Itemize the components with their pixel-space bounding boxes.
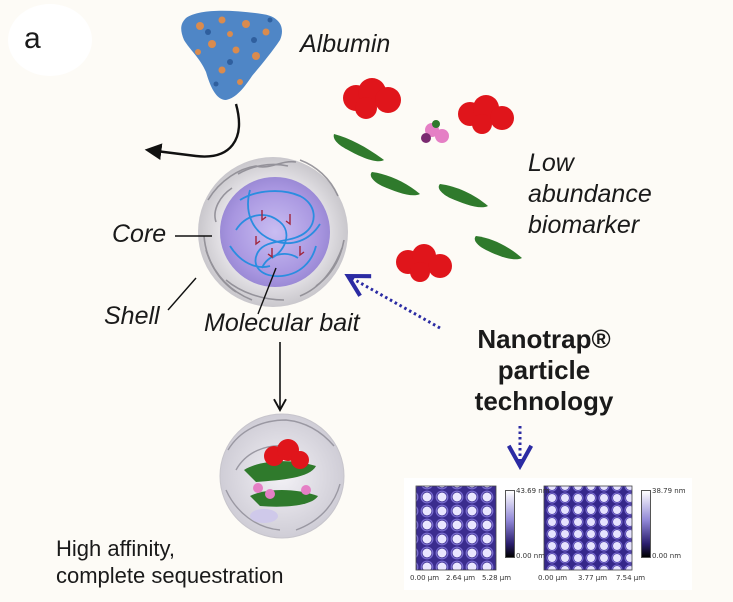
- panel-letter: a: [24, 22, 41, 55]
- afm-tick-left: 0.00 μm: [410, 574, 440, 582]
- afm-scale-max-right: 38.79 nm: [652, 487, 686, 495]
- afm-scale-max-left: 43.69 nm: [516, 487, 550, 495]
- biomarker-label-line: Low: [528, 149, 574, 177]
- afm-image-right: [543, 485, 633, 571]
- bait-leader-line: [257, 267, 277, 315]
- core-label: Core: [112, 220, 167, 248]
- shell-leader-line: [167, 277, 197, 311]
- nanotrap-particle: [198, 157, 348, 307]
- afm-colorbar-left: [505, 490, 515, 558]
- nanotrap-label-line: technology: [474, 386, 614, 416]
- afm-tick-right: 0.00 μm: [538, 574, 568, 582]
- red-protein-icon: [458, 95, 514, 134]
- molecular-bait-network: [229, 189, 321, 278]
- green-protein-icon: [474, 236, 522, 260]
- red-protein-icon: [343, 78, 401, 119]
- outcome-label-line: complete sequestration: [56, 563, 284, 588]
- green-protein-icon: [333, 134, 384, 162]
- bait-hooks: [255, 210, 305, 259]
- outcome-label: High affinity, complete sequestration: [56, 535, 283, 589]
- afm-scale-min-left: 0.00 nm: [516, 552, 546, 560]
- afm-tick-left: 2.64 μm: [446, 574, 476, 582]
- nanotrap-dotted-arrow: [344, 273, 441, 330]
- outcome-label-line: High affinity,: [56, 536, 176, 561]
- biomarker-label: Low abundance biomarker: [528, 148, 652, 241]
- albumin-label: Albumin: [300, 30, 391, 58]
- molecular-bait-label: Molecular bait: [204, 309, 360, 337]
- red-protein-icon: [396, 244, 452, 282]
- green-protein-icon: [438, 184, 488, 208]
- green-protein-icon: [370, 172, 420, 196]
- nanotrap-label: Nanotrap® particle technology: [446, 324, 642, 417]
- afm-scale-min-right: 0.00 nm: [652, 552, 682, 560]
- afm-colorbar-right: [641, 490, 651, 558]
- panel-letter-backdrop: [8, 4, 92, 76]
- albumin-protein-icon: [181, 10, 282, 100]
- afm-tick-right: 3.77 μm: [578, 574, 608, 582]
- nanotrap-label-line: particle: [497, 355, 591, 385]
- afm-image-left: [415, 485, 497, 571]
- loaded-particle: [219, 413, 345, 539]
- afm-tick-left: 5.28 μm: [482, 574, 512, 582]
- afm-tick-right: 7.54 μm: [616, 574, 646, 582]
- albumin-exclusion-arrow: [144, 103, 241, 161]
- shell-label: Shell: [104, 302, 160, 330]
- biomarker-label-line: abundance: [528, 180, 652, 208]
- nanotrap-label-line: Nanotrap®: [477, 324, 611, 354]
- shell-polymer-strands: [203, 159, 345, 301]
- pink-protein-icon: [421, 120, 449, 143]
- biomarker-label-line: biomarker: [528, 211, 640, 239]
